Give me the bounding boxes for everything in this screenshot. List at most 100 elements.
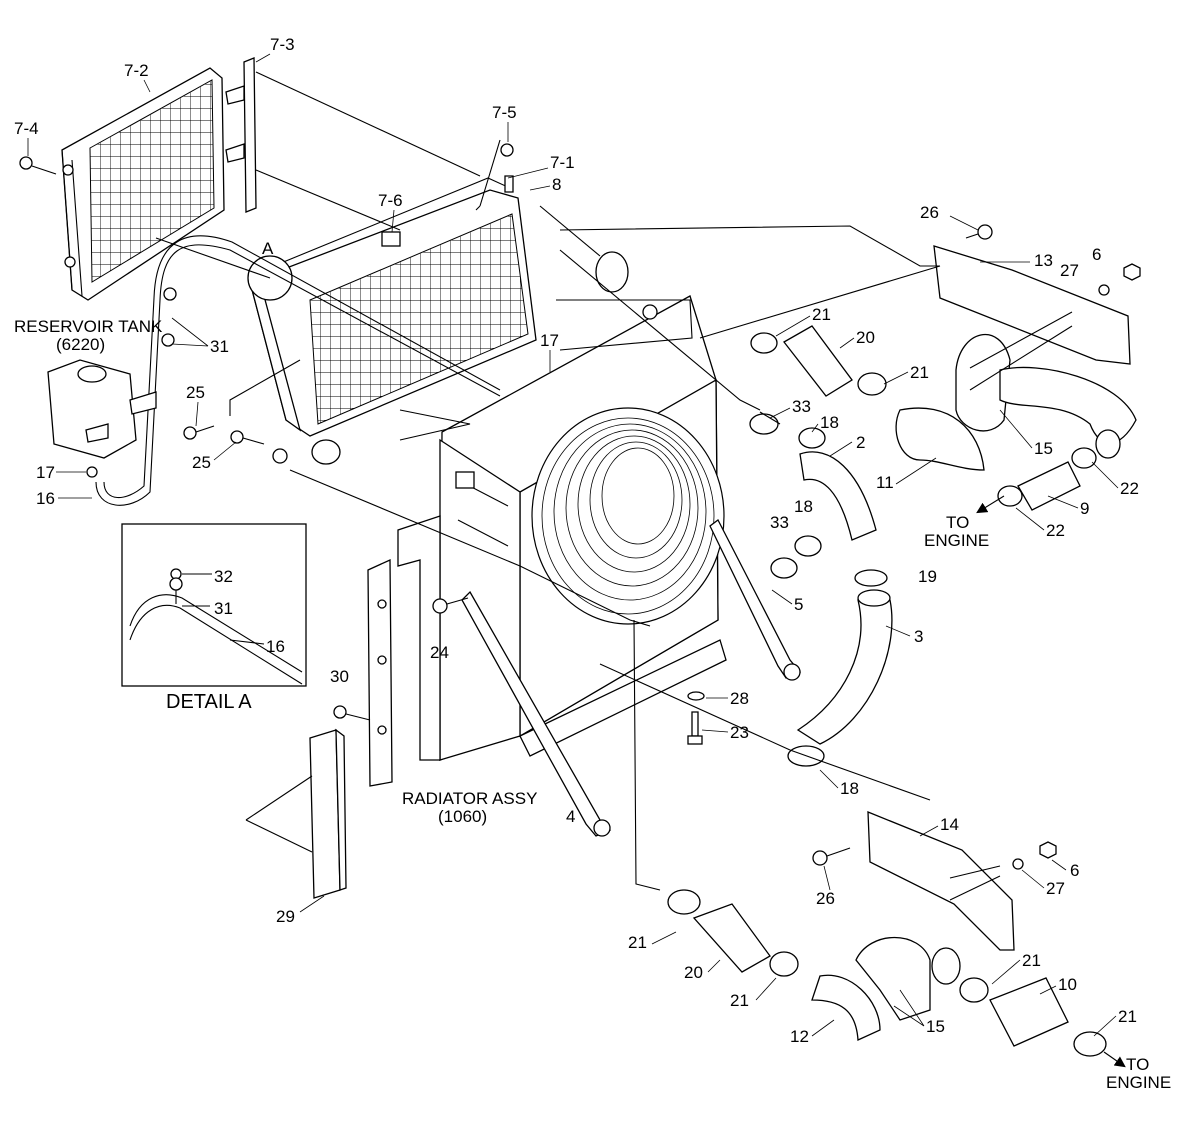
hose-9	[997, 461, 1081, 511]
label-8: 8	[552, 175, 561, 194]
to-engine-upper-2: ENGINE	[924, 531, 989, 550]
label-21-d: 21	[730, 991, 749, 1010]
label-leaders	[27, 53, 1119, 1037]
bolt-7-4	[19, 156, 57, 175]
label-a: A	[262, 239, 274, 258]
label-7-4: 7-4	[14, 119, 39, 138]
to-engine-upper-1: TO	[946, 513, 969, 532]
detail-a-box	[121, 523, 307, 687]
label-5: 5	[794, 595, 803, 614]
reservoir-tank-code: (6220)	[56, 335, 105, 354]
label-9: 9	[1080, 499, 1089, 518]
label-16-main: 16	[36, 489, 55, 508]
label-32: 32	[214, 567, 233, 586]
bracket-13	[933, 245, 1131, 365]
label-10: 10	[1058, 975, 1077, 994]
oil-cooler-guard-7-2	[61, 67, 225, 301]
label-28: 28	[730, 689, 749, 708]
label-23: 23	[730, 723, 749, 742]
label-12: 12	[790, 1027, 809, 1046]
label-22-b: 22	[1046, 521, 1065, 540]
label-21-e: 21	[1022, 951, 1041, 970]
detail-a-caption: DETAIL A	[166, 691, 252, 713]
label-21-a: 21	[812, 305, 831, 324]
label-31-main: 31	[210, 337, 229, 356]
label-3: 3	[914, 627, 923, 646]
bolt-23	[687, 711, 703, 745]
nut-6-lower	[1039, 841, 1057, 859]
label-7-3: 7-3	[270, 35, 295, 54]
bracket-strip-7-3	[225, 57, 257, 213]
bracket-14	[867, 811, 1015, 951]
side-stay-29	[309, 728, 347, 899]
to-engine-arrow-lower	[1103, 1051, 1126, 1068]
label-29: 29	[276, 907, 295, 926]
reservoir-tank	[47, 359, 157, 478]
label-25-upper: 25	[186, 383, 205, 402]
label-7-2: 7-2	[124, 61, 149, 80]
oil-cooler-core-7-1	[229, 143, 629, 465]
bolt-30	[333, 705, 371, 721]
hose-20-lower	[667, 889, 799, 977]
label-15-upper: 15	[1034, 439, 1053, 458]
label-30: 30	[330, 667, 349, 686]
to-engine-arrow-upper	[976, 495, 1005, 514]
label-17-upper: 17	[540, 331, 559, 350]
label-19: 19	[918, 567, 937, 586]
hose-20-upper	[750, 325, 887, 397]
label-26-lower: 26	[816, 889, 835, 908]
label-20-lower: 20	[684, 963, 703, 982]
bolt-26-upper	[965, 224, 993, 240]
label-33-upper: 33	[792, 397, 811, 416]
label-22-a: 22	[1120, 479, 1139, 498]
label-2: 2	[856, 433, 865, 452]
washer-27-lower	[1012, 858, 1024, 870]
leader-lines	[155, 71, 1073, 901]
label-21-b: 21	[910, 363, 929, 382]
label-25-lower: 25	[192, 453, 211, 472]
bolt-25-lower	[230, 430, 265, 445]
pipe-11-upper	[895, 333, 1137, 471]
part-labels: 7-2 7-3 7-4 7-5 7-1 8 7-6 A 26 13 27 6 2…	[14, 35, 1139, 1046]
captions: RESERVOIR TANK (6220) DETAIL A RADIATOR …	[14, 317, 1171, 1092]
label-20-upper: 20	[856, 328, 875, 347]
label-6-lower: 6	[1070, 861, 1079, 880]
label-7-6: 7-6	[378, 191, 403, 210]
reservoir-tank-label: RESERVOIR TANK	[14, 317, 163, 336]
label-18-b: 18	[794, 497, 813, 516]
hose-16	[95, 244, 501, 506]
label-16-detail: 16	[266, 637, 285, 656]
label-18-a: 18	[820, 413, 839, 432]
bolt-24	[432, 597, 469, 614]
label-7-1: 7-1	[550, 153, 575, 172]
hose-3	[787, 569, 893, 767]
fan-shroud	[531, 407, 725, 625]
label-7-5: 7-5	[492, 103, 517, 122]
label-15-lower: 15	[926, 1017, 945, 1036]
label-27-lower: 27	[1046, 879, 1065, 898]
label-17-lower: 17	[36, 463, 55, 482]
label-24: 24	[430, 643, 449, 662]
label-14: 14	[940, 815, 959, 834]
label-31-detail: 31	[214, 599, 233, 618]
radiator-assy-label: RADIATOR ASSY	[402, 789, 537, 808]
pipe-12-lower	[811, 937, 961, 1041]
label-13: 13	[1034, 251, 1053, 270]
stay-rod-5	[709, 519, 802, 681]
nut-6-upper	[1123, 263, 1141, 281]
hose-10	[959, 977, 1107, 1057]
label-33-lower: 33	[770, 513, 789, 532]
label-6-upper: 6	[1092, 245, 1101, 264]
washer-27-upper	[1098, 284, 1110, 296]
bolt-26-lower	[812, 847, 851, 866]
label-21-c: 21	[628, 933, 647, 952]
label-21-f: 21	[1118, 1007, 1137, 1026]
label-4: 4	[566, 807, 575, 826]
label-26-upper: 26	[920, 203, 939, 222]
to-engine-lower-1: TO	[1126, 1055, 1149, 1074]
to-engine-lower-2: ENGINE	[1106, 1073, 1171, 1092]
washer-28	[687, 691, 705, 701]
label-27-upper: 27	[1060, 261, 1079, 280]
bolt-25-upper	[183, 425, 215, 440]
